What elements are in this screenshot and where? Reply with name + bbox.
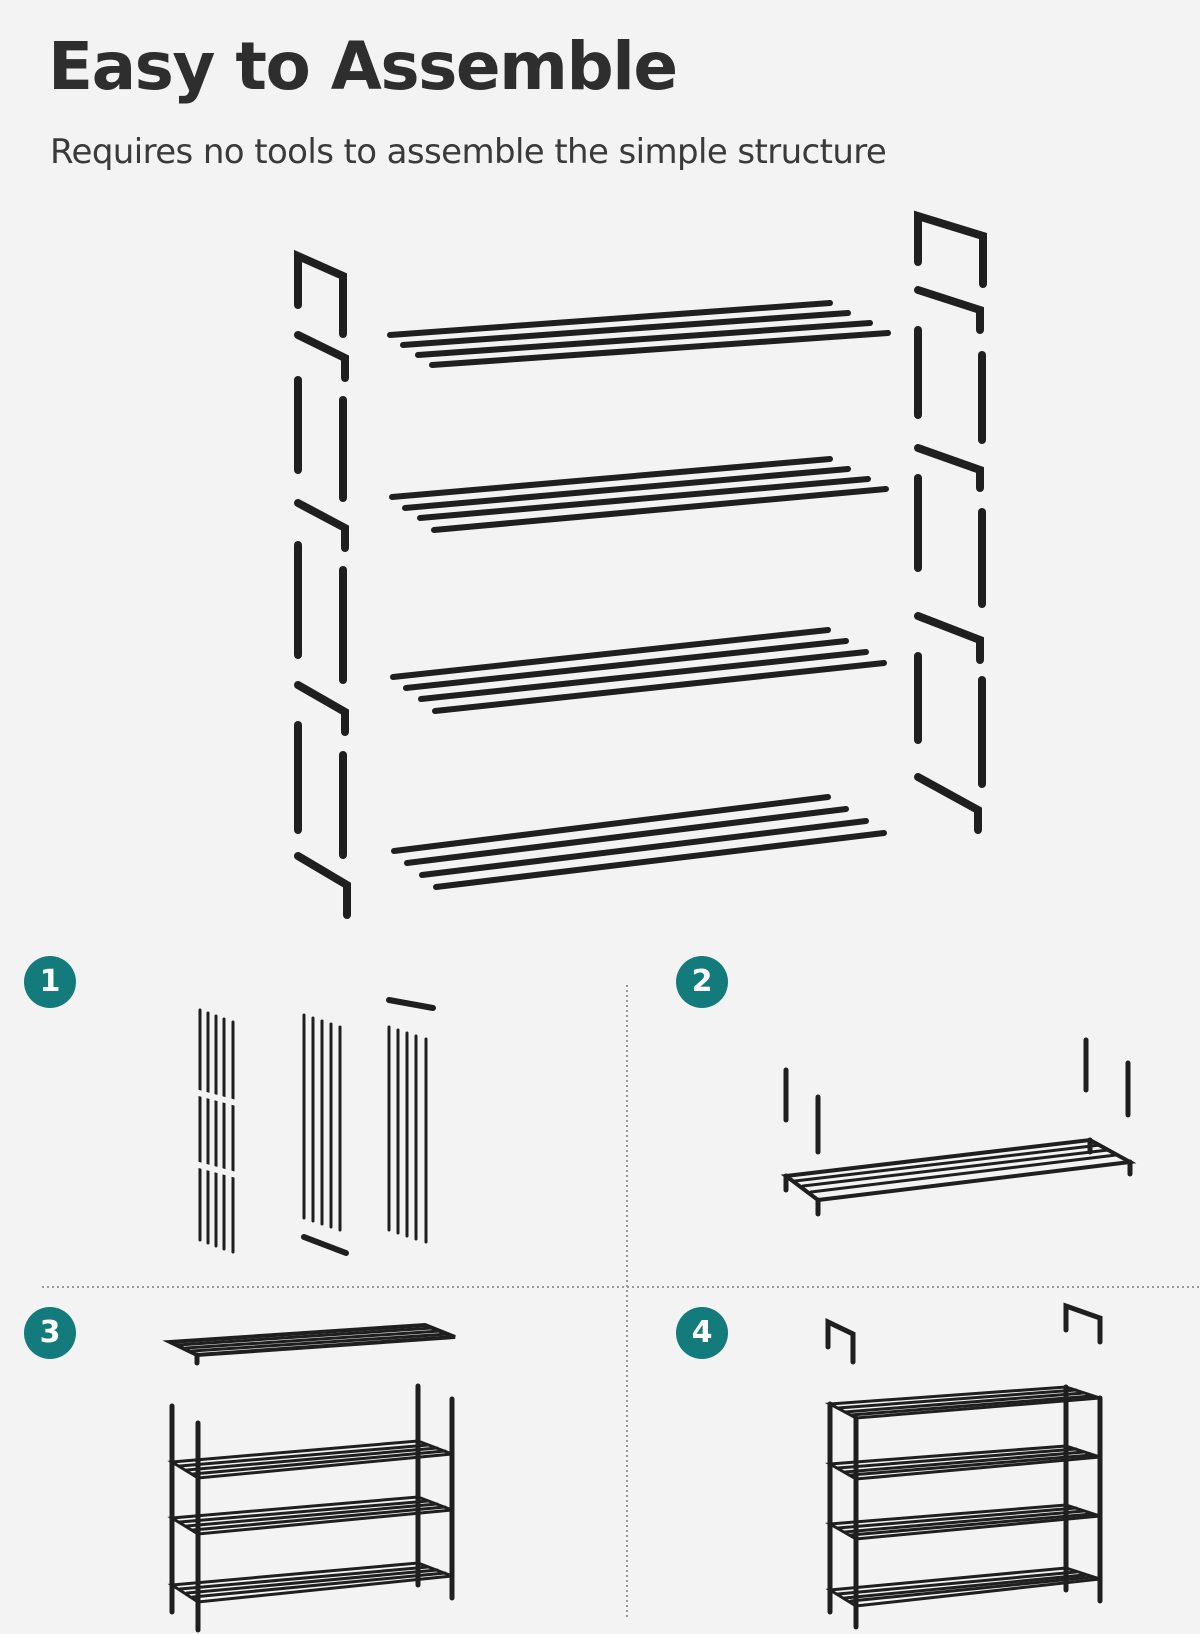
- right-side-frame: [914, 210, 987, 834]
- shelf-bars-2: [389, 456, 889, 533]
- shelf-bars-4: [391, 794, 887, 890]
- page-title: Easy to Assemble: [48, 28, 678, 105]
- step-4-badge: 4: [676, 1307, 728, 1359]
- step-3-stack-icon: [162, 1322, 456, 1633]
- step-4-complete-icon: [824, 1302, 1103, 1630]
- shelf-bars-3: [390, 627, 887, 714]
- page-subtitle: Requires no tools to assemble the simple…: [50, 132, 887, 172]
- step-2-badge: 2: [676, 956, 728, 1008]
- step-dividers: [42, 985, 1200, 1620]
- shoe-rack-exploded-icon: [294, 210, 987, 919]
- step-2-shelf-icon: [780, 1037, 1137, 1217]
- step-3-badge: 3: [24, 1307, 76, 1359]
- step-1-parts-icon: [192, 997, 436, 1256]
- step-1-badge: 1: [24, 956, 76, 1008]
- left-side-frame: [294, 249, 351, 919]
- shelf-bars-1: [387, 300, 891, 368]
